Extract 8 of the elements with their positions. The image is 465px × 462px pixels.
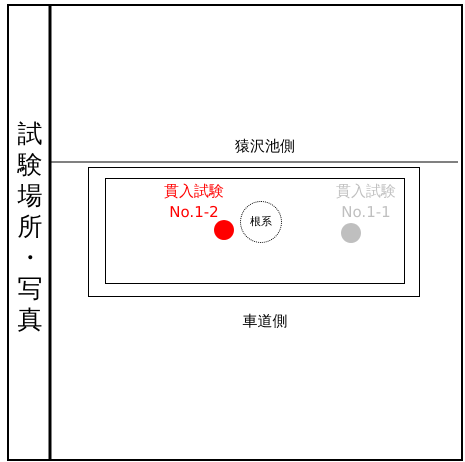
test-point-label: 貫入試験 No.1-2 <box>163 181 225 223</box>
side-label: 車道側 <box>242 312 288 331</box>
test-point-label: 貫入試験 No.1-1 <box>335 181 397 223</box>
side-label: 猿沢池側 <box>234 137 296 156</box>
column-heading: 試験場所・写真 <box>17 118 43 335</box>
root-zone-circle: 根系 <box>240 201 282 243</box>
site-outline <box>88 167 420 297</box>
test-area-box <box>105 178 405 284</box>
